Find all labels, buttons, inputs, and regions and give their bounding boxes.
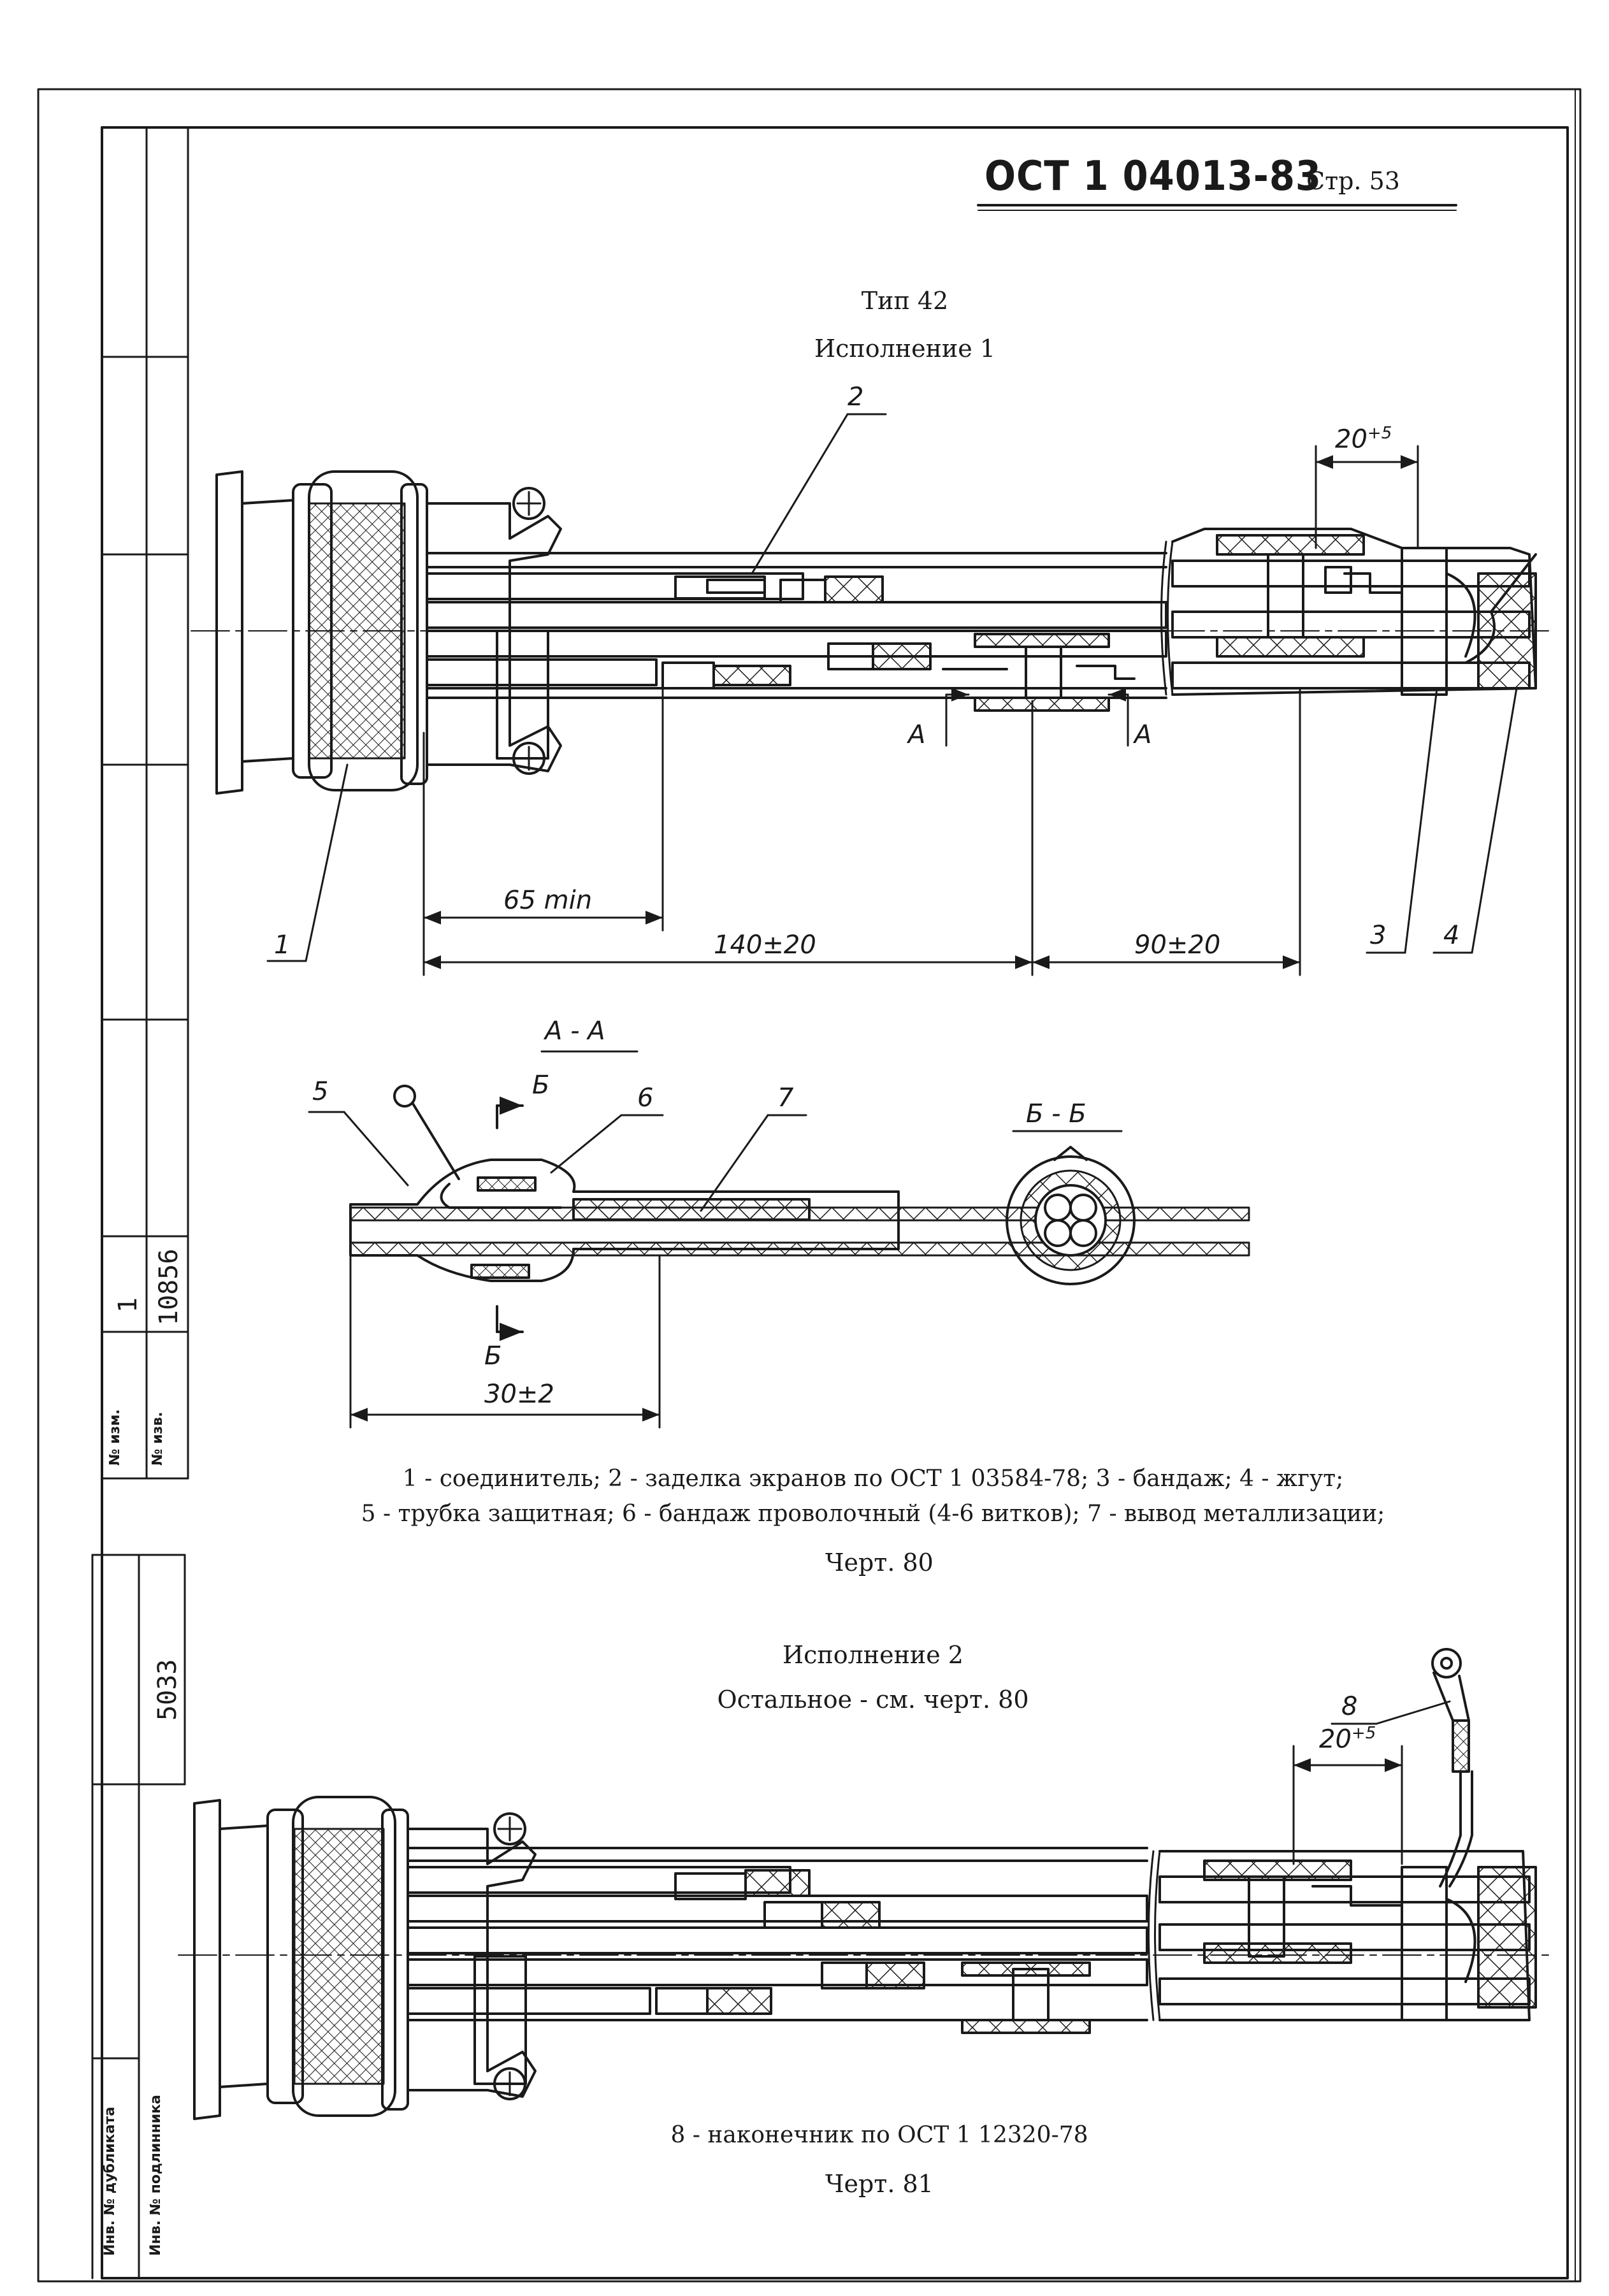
stamp-notice-label: № изв. <box>150 1412 166 1466</box>
stamp-notice-value: 10856 <box>154 1248 184 1325</box>
fig81-right-end <box>1158 1648 1537 2021</box>
callout-6: 6 <box>637 1083 654 1113</box>
legend-80-line-2: 5 - трубка защитная; 6 - бандаж проволоч… <box>361 1501 1385 1527</box>
legend-81: 8 - наконечник по ОСТ 1 12320-78 <box>670 2122 1088 2148</box>
dim-20: 20+5 <box>1335 424 1392 454</box>
section-mark-a-right: А <box>1134 720 1152 749</box>
callout-5: 5 <box>312 1077 329 1106</box>
section-bb-title: Б - Б <box>1026 1099 1086 1129</box>
stamp-change-value: 1 <box>113 1297 143 1313</box>
section-mark-a-left: А <box>908 720 926 749</box>
variant-2-title: Исполнение 2 <box>783 1641 963 1669</box>
callout-3: 3 <box>1370 921 1387 950</box>
side-stamp-columns <box>91 126 189 2279</box>
fig80-cable-bundle <box>191 552 1555 712</box>
fig80-connector <box>215 470 562 795</box>
dim-90: 90±20 <box>1134 930 1221 960</box>
fig80-section-a <box>945 688 1129 747</box>
dim-20-fig81: 20+5 <box>1319 1724 1376 1754</box>
fig80-dimensions <box>422 445 1419 976</box>
fig80-leaders <box>266 413 1518 962</box>
fig81-cable-bundle <box>178 1847 1555 2034</box>
section-mark-b-bottom: Б <box>484 1341 502 1371</box>
legend-80-line-1: 1 - соединитель; 2 - заделка экранов по … <box>402 1466 1344 1492</box>
section-aa-title: А - А <box>545 1016 605 1046</box>
stamp-change-label: № изм. <box>107 1409 123 1466</box>
section-mark-b-top: Б <box>532 1071 550 1100</box>
dim-140: 140±20 <box>714 930 816 960</box>
caption-81: Черт. 81 <box>825 2170 934 2198</box>
stamp-orig-value: 5033 <box>153 1659 182 1721</box>
callout-1: 1 <box>274 930 291 960</box>
callout-8: 8 <box>1341 1692 1358 1721</box>
type-title: Тип 42 <box>861 287 949 315</box>
fig80-right-end <box>1171 528 1537 696</box>
callout-7: 7 <box>777 1083 794 1113</box>
variant-2-note: Остальное - см. черт. 80 <box>717 1686 1029 1714</box>
sheet-frame <box>37 88 1582 2283</box>
fig81-connector <box>193 1796 537 2120</box>
stamp-dup-label: Инв. № дубликата <box>102 2106 118 2256</box>
variant-1-title: Исполнение 1 <box>814 335 995 363</box>
section-bb-detail <box>1006 1130 1136 1285</box>
document-code: ОСТ 1 04013-83 <box>985 153 1322 200</box>
dim-30: 30±2 <box>484 1380 554 1409</box>
callout-2: 2 <box>848 382 864 412</box>
page-number: Стр. 53 <box>1306 167 1400 195</box>
section-aa-detail <box>308 1050 1250 1429</box>
fig81-dimensions <box>1292 1700 1451 1865</box>
dim-65: 65 min <box>503 886 593 915</box>
callout-4: 4 <box>1443 921 1460 950</box>
caption-80: Черт. 80 <box>825 1549 934 1577</box>
stamp-orig-label: Инв. № подлинника <box>148 2095 164 2256</box>
